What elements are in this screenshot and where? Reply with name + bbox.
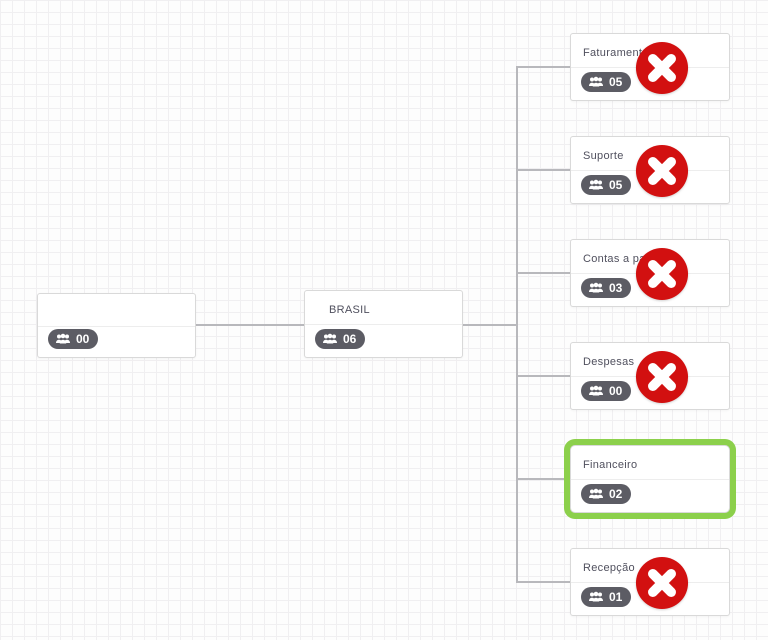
node-title: Faturamento — [583, 47, 649, 59]
remove-node-button[interactable] — [635, 41, 689, 95]
member-count-badge: 00 — [48, 329, 99, 349]
remove-node-button[interactable] — [635, 556, 689, 610]
remove-node-button[interactable] — [635, 144, 689, 198]
org-node-root[interactable]: 00 — [37, 293, 196, 358]
member-count: 06 — [343, 332, 357, 346]
connector-stub — [518, 581, 570, 583]
member-count: 00 — [609, 384, 623, 398]
connector-stub — [518, 272, 570, 274]
users-icon — [56, 333, 70, 344]
member-count-badge: 05 — [581, 72, 632, 92]
connector-stub — [518, 375, 570, 377]
org-node-brasil[interactable]: BRASIL 06 — [304, 290, 463, 358]
node-title: Suporte — [583, 150, 624, 162]
delete-x-icon — [635, 41, 689, 95]
connector-parent-trunk — [463, 324, 518, 326]
users-icon — [589, 591, 603, 602]
member-count: 02 — [609, 487, 623, 501]
org-node-child[interactable]: Financeiro 02 — [570, 445, 730, 513]
remove-node-button[interactable] — [635, 247, 689, 301]
connector-stub — [518, 169, 570, 171]
users-icon — [589, 488, 603, 499]
node-divider — [38, 325, 195, 327]
org-node-child[interactable]: Despesas 00 — [570, 342, 730, 410]
connector-root-parent — [196, 324, 305, 326]
org-node-child[interactable]: Suporte 05 — [570, 136, 730, 204]
member-count-badge: 05 — [581, 175, 632, 195]
member-count-badge: 01 — [581, 587, 632, 607]
node-title: Despesas — [583, 356, 635, 368]
org-node-child[interactable]: Contas a pagar 03 — [570, 239, 730, 307]
org-node-child[interactable]: Faturamento 05 — [570, 33, 730, 101]
member-count-badge: 02 — [581, 484, 632, 504]
node-title: BRASIL — [329, 304, 370, 316]
node-title: Recepção — [583, 562, 635, 574]
delete-x-icon — [635, 144, 689, 198]
users-icon — [589, 179, 603, 190]
org-node-child[interactable]: Recepção 01 — [570, 548, 730, 616]
member-count-badge: 03 — [581, 278, 632, 298]
users-icon — [589, 76, 603, 87]
member-count: 05 — [609, 75, 623, 89]
delete-x-icon — [635, 247, 689, 301]
member-count-badge: 06 — [315, 329, 366, 349]
member-count: 01 — [609, 590, 623, 604]
delete-x-icon — [635, 556, 689, 610]
node-title: Financeiro — [583, 459, 638, 471]
member-count: 05 — [609, 178, 623, 192]
member-count: 00 — [76, 332, 90, 346]
node-divider — [571, 479, 729, 480]
node-divider — [305, 324, 462, 325]
remove-node-button[interactable] — [635, 350, 689, 404]
connector-stub — [518, 478, 570, 480]
users-icon — [323, 333, 337, 344]
connector-stub — [518, 66, 570, 68]
member-count-badge: 00 — [581, 381, 632, 401]
users-icon — [589, 282, 603, 293]
delete-x-icon — [635, 350, 689, 404]
users-icon — [589, 385, 603, 396]
connector-trunk — [516, 66, 518, 583]
member-count: 03 — [609, 281, 623, 295]
